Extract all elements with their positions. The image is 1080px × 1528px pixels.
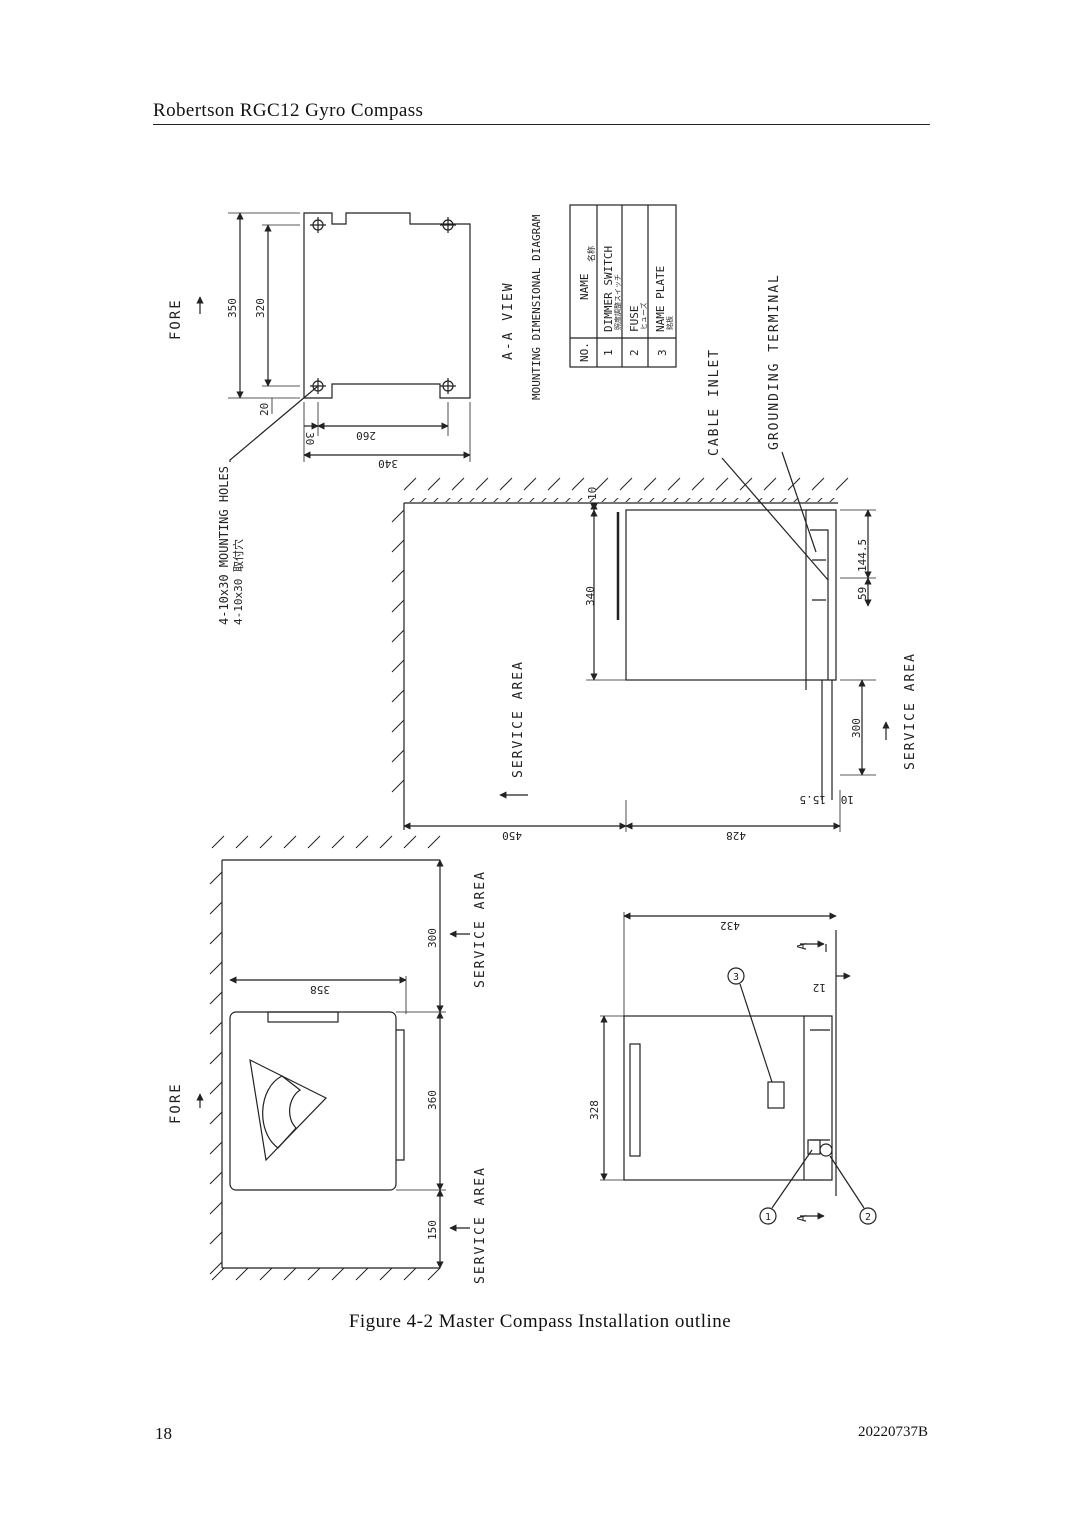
dim-300-plan: 300 — [426, 928, 439, 948]
callout-3: 3 — [733, 972, 739, 983]
page-header-title: Robertson RGC12 Gyro Compass — [153, 100, 424, 121]
dim-428: 428 — [726, 829, 746, 842]
side-view — [391, 451, 890, 832]
parts-table-grid — [569, 204, 677, 368]
callout-2: 2 — [865, 1212, 871, 1223]
fore-label-bottom: FORE — [168, 1082, 184, 1124]
dim-320: 320 — [254, 298, 267, 318]
plan-view — [196, 835, 470, 1281]
top-view-dimensions: 350 320 20 30 260 340 — [226, 298, 398, 470]
dim-12: 12 — [813, 981, 826, 994]
dim-144-5: 144.5 — [856, 539, 869, 572]
dim-150: 150 — [426, 1220, 439, 1240]
table-row-2-no: 2 — [628, 349, 641, 356]
service-area-label-plan-top: SERVICE AREA — [473, 870, 488, 988]
dim-360: 360 — [426, 1090, 439, 1110]
dim-432: 432 — [720, 919, 740, 932]
dim-30: 30 — [303, 432, 316, 445]
table-row-3-name: NAME PLATE — [654, 266, 667, 332]
section-marker-top: A — [795, 942, 809, 950]
mounting-holes-label: 4-10x30 MOUNTING HOLES — [217, 466, 231, 625]
table-row-1-name-alt: 照度調整スイッチ — [613, 274, 622, 330]
side-view-dimensions: 10 340 144.5 59 300 10 15.5 450 428 — [502, 487, 869, 842]
service-area-label-side-right: SERVICE AREA — [903, 652, 918, 770]
section-marker-bottom: A — [795, 1214, 809, 1222]
service-area-label-side: SERVICE AREA — [511, 660, 526, 778]
dim-300-side: 300 — [850, 718, 863, 738]
mounting-holes-alt-label: 4-10x30 取付穴 — [231, 539, 245, 625]
dim-358: 358 — [310, 983, 330, 996]
dim-15-5: 15.5 — [800, 793, 827, 806]
dim-10-bottom: 10 — [841, 793, 854, 806]
table-header-no: NO. — [578, 342, 591, 362]
service-area-label-plan-bottom: SERVICE AREA — [473, 1166, 488, 1284]
document-code: 20220737B — [857, 1424, 928, 1440]
callout-1: 1 — [765, 1212, 771, 1223]
header-rule — [153, 124, 930, 125]
dim-340-top: 340 — [378, 457, 398, 470]
parts-table: NO. NAME 名称 1 DIMMER SWITCH 照度調整スイッチ 2 F… — [578, 246, 674, 362]
table-row-3-no: 3 — [656, 349, 669, 356]
cable-inlet-label: CABLE INLET — [707, 348, 722, 456]
table-row-1-no: 1 — [602, 349, 615, 356]
table-row-3-name-alt: 銘板 — [665, 316, 674, 330]
table-row-1-name: DIMMER SWITCH — [602, 246, 615, 332]
dim-340-side: 340 — [584, 586, 597, 606]
table-header-name-alt: 名称 — [586, 246, 596, 262]
dim-260: 260 — [356, 429, 376, 442]
page-number: 18 — [155, 1424, 172, 1443]
dim-350: 350 — [226, 298, 239, 318]
dim-20: 20 — [258, 403, 271, 416]
grounding-terminal-label: GROUNDING TERMINAL — [767, 273, 782, 450]
dim-450: 450 — [502, 829, 522, 842]
figure-caption: Figure 4-2 Master Compass Installation o… — [348, 1311, 732, 1332]
a-a-view — [196, 212, 471, 462]
a-a-view-label: A-A VIEW — [501, 281, 516, 360]
plan-view-dimensions: 300 358 360 150 — [310, 928, 439, 1240]
mounting-diagram-label: MOUNTING DIMENSIONAL DIAGRAM — [530, 214, 543, 400]
front-view — [600, 912, 877, 1225]
fore-label-top: FORE — [168, 298, 184, 340]
table-row-2-name-alt: ヒューズ — [639, 302, 648, 330]
dim-10-top: 10 — [586, 487, 599, 500]
table-header-name: NAME — [578, 274, 591, 301]
table-row-2-name: FUSE — [628, 306, 641, 333]
dim-328: 328 — [588, 1100, 601, 1120]
front-view-dimensions: 432 12 328 — [588, 919, 826, 1120]
dim-59: 59 — [856, 587, 869, 600]
mounting-hole-symbols — [310, 217, 456, 394]
